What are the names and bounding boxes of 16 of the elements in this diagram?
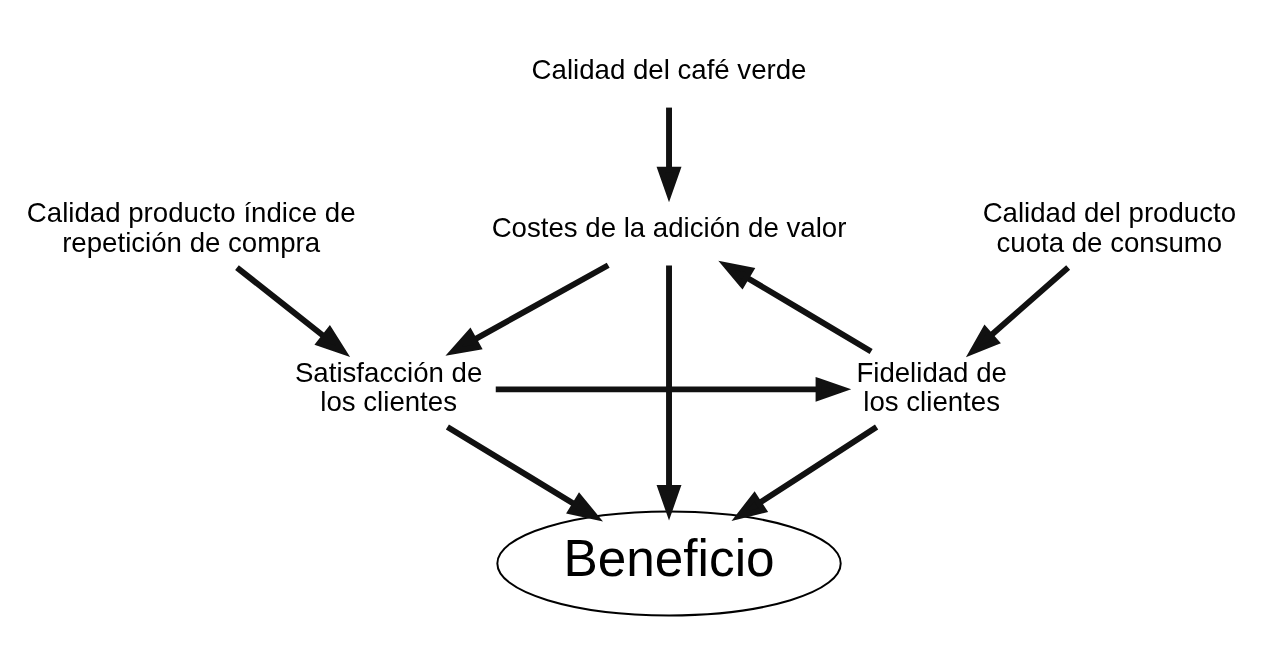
arrow (235, 265, 351, 357)
arrow (965, 265, 1071, 358)
node-text: Fidelidad de los clientes (856, 356, 1007, 418)
arrow (495, 376, 852, 402)
node-text: Satisfacción de los clientes (294, 356, 483, 418)
arrow (718, 260, 873, 354)
node-text: Calidad del café verde (531, 53, 807, 85)
arrow (445, 424, 603, 522)
arrow (445, 262, 610, 356)
node-text: Costes de la adición de valor (491, 211, 847, 243)
arrow (731, 424, 879, 521)
node-text: Calidad producto índice de repetición de compra (26, 196, 356, 258)
node-text: Calidad del producto cuota de consumo (982, 196, 1237, 258)
arrow (656, 265, 682, 521)
arrow (656, 107, 682, 203)
node-ellipse: Beneficio (496, 510, 842, 617)
